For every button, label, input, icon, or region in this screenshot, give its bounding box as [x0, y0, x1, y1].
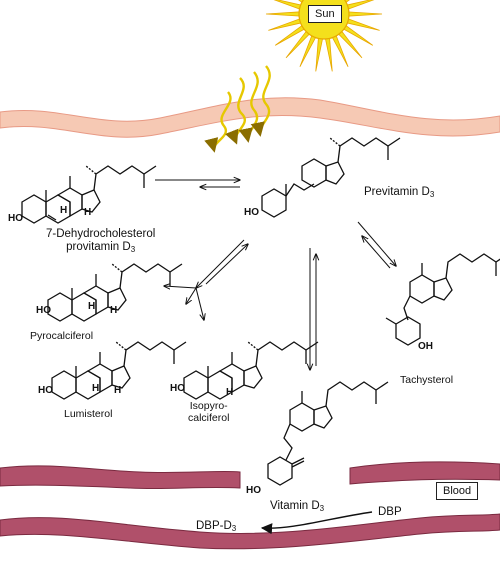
- dbp-label: DBP: [378, 506, 402, 518]
- hydrogen-label: H: [60, 205, 68, 216]
- hydroxyl-label: HO: [244, 207, 259, 218]
- equilibrium-previtamin-vitamin: [310, 248, 316, 370]
- previtamin-text: Previtamin D: [364, 186, 430, 198]
- sun-ray: [345, 18, 380, 31]
- hydroxyl-label: OH: [418, 341, 433, 352]
- hydrogen-label: H: [88, 301, 96, 312]
- blood-vessel: [0, 465, 241, 490]
- dbp-d3-text: DBP-D: [196, 520, 232, 532]
- lumisterol-label: Lumisterol: [64, 408, 113, 420]
- molecule-7-dehydrocholesterol: [21, 165, 157, 224]
- previtamin-sub: 3: [429, 190, 435, 199]
- equilibrium-previtamin-tachysterol: [357, 221, 396, 269]
- dehydro-line1: 7-Dehydrocholesterol: [46, 228, 156, 240]
- isopyro-line1: Isopyro-: [189, 400, 228, 412]
- hydrogen-label: H: [92, 383, 100, 394]
- hydroxyl-label: HO: [38, 385, 53, 396]
- isopyrocalciferol-label: Isopyro- calciferol: [188, 400, 229, 424]
- vitamin-d3-label: Vitamin D3: [270, 500, 324, 515]
- hydroxyl-label: HO: [170, 383, 185, 394]
- sun-label: Sun: [308, 5, 342, 23]
- equilibrium-dehydro-previtamin: [155, 180, 240, 187]
- dehydro-label: 7-Dehydrocholesterol provitamin D3: [46, 228, 155, 256]
- blood-vessel-right: [349, 461, 500, 485]
- uv-rays: [204, 65, 271, 153]
- sun-ray: [347, 11, 383, 17]
- hydroxyl-label: HO: [36, 305, 51, 316]
- hydrogen-label: H: [84, 207, 92, 218]
- dehydro-line2: provitamin D3: [46, 241, 155, 256]
- molecule-isopyrocalciferol: [183, 341, 319, 400]
- skin-layer: [0, 97, 500, 138]
- sun-ray: [268, 18, 303, 31]
- dehydro-line2-sub: 3: [130, 245, 136, 254]
- sun-ray: [324, 36, 333, 72]
- vitamin-d3-sub: 3: [319, 504, 325, 513]
- dbp-d3-label: DBP-D3: [196, 520, 236, 535]
- dbp-d3-sub: 3: [231, 524, 237, 533]
- molecule-vitamin-d3: [267, 381, 389, 486]
- dehydro-line2-text: provitamin D: [66, 241, 131, 253]
- molecule-previtamin-d3: [261, 137, 401, 218]
- previtamin-label: Previtamin D3: [364, 186, 434, 201]
- sun-ray: [345, 0, 375, 10]
- hydroxyl-label: HO: [246, 485, 261, 496]
- hydroxyl-label: HO: [8, 213, 23, 224]
- hydrogen-label: H: [110, 305, 118, 316]
- isopyro-line2: calciferol: [188, 412, 230, 424]
- previtamin-side-products: [164, 239, 248, 320]
- vitamin-d3-text: Vitamin D: [270, 500, 320, 512]
- sun-ray: [273, 0, 303, 10]
- blood-vessel-bottom: [0, 513, 500, 550]
- sun-ray: [265, 11, 301, 17]
- molecule-tachysterol: [385, 253, 500, 346]
- blood-label: Blood: [436, 482, 479, 500]
- dbp-binding-arrow: [260, 511, 373, 535]
- hydrogen-label: H: [114, 385, 122, 396]
- pyrocalciferol-label: Pyrocalciferol: [30, 330, 94, 342]
- tachysterol-label: Tachysterol: [400, 374, 454, 386]
- sun-ray: [315, 36, 324, 72]
- hydrogen-label: H: [226, 387, 234, 398]
